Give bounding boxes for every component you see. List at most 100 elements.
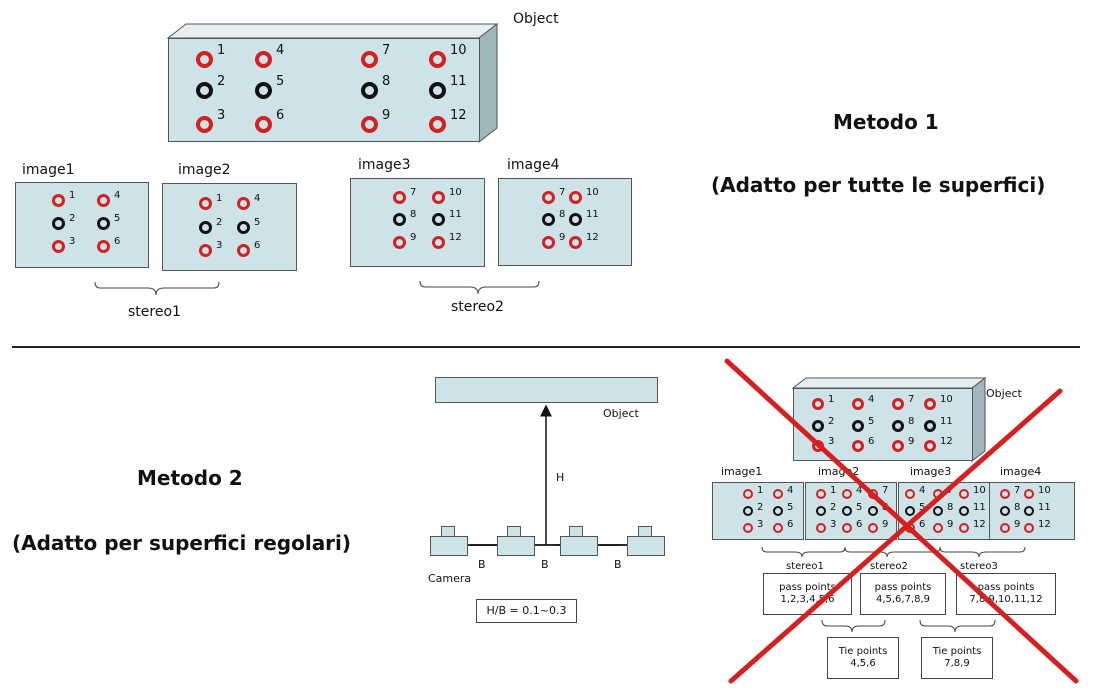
target-point-label: 3 <box>69 236 76 247</box>
target-point-8 <box>542 213 555 226</box>
tie-points-box-1: Tie points 4,5,6 <box>827 637 899 679</box>
target-point-label: 9 <box>382 108 391 123</box>
target-point-9 <box>868 523 878 533</box>
target-point-4 <box>237 197 250 210</box>
target-point-5 <box>842 506 852 516</box>
target-point-label: 1 <box>69 190 76 201</box>
target-point-label: 10 <box>940 394 953 405</box>
target-point-label: 7 <box>559 187 566 198</box>
target-point-11 <box>569 213 582 226</box>
target-point-11 <box>432 213 445 226</box>
target-point-5 <box>255 82 272 99</box>
target-point-label: 1 <box>217 43 226 58</box>
target-point-4 <box>842 489 852 499</box>
rejected-stereo3-label: stereo3 <box>960 561 998 572</box>
target-point-label: 8 <box>410 209 417 220</box>
method2-b-label-3: B <box>614 558 622 571</box>
target-point-label: 7 <box>410 187 417 198</box>
pass-points-values-2: 4,5,6,7,8,9 <box>875 594 931 605</box>
rejected-stereo1-label: stereo1 <box>786 561 824 572</box>
target-point-8 <box>361 82 378 99</box>
target-point-label: 5 <box>276 74 285 89</box>
target-point-label: 2 <box>828 416 835 427</box>
target-point-label: 4 <box>919 485 926 496</box>
target-point-6 <box>842 523 852 533</box>
method1-title: Metodo 1 <box>833 110 939 134</box>
target-point-4 <box>852 398 864 410</box>
target-point-4 <box>905 489 915 499</box>
method1-stereo2-label: stereo2 <box>451 299 504 315</box>
target-point-label: 10 <box>450 43 467 58</box>
target-point-1 <box>196 51 213 68</box>
target-point-1 <box>52 194 65 207</box>
target-point-9 <box>1000 523 1010 533</box>
rejected-object-label: Object <box>986 387 1022 400</box>
target-point-5 <box>97 217 110 230</box>
target-point-8 <box>892 420 904 432</box>
target-point-label: 8 <box>947 502 954 513</box>
target-point-2 <box>816 506 826 516</box>
target-point-label: 9 <box>908 436 915 447</box>
target-point-2 <box>812 420 824 432</box>
target-point-1 <box>743 489 753 499</box>
tie-points-title-1: Tie points <box>838 646 888 657</box>
target-point-label: 7 <box>882 485 889 496</box>
target-point-11 <box>959 506 969 516</box>
target-point-7 <box>1000 489 1010 499</box>
target-point-5 <box>852 420 864 432</box>
target-point-label: 12 <box>586 232 599 243</box>
target-point-label: 5 <box>787 502 794 513</box>
target-point-label: 9 <box>947 519 954 530</box>
target-point-label: 12 <box>449 232 462 243</box>
target-point-label: 7 <box>1014 485 1021 496</box>
target-point-label: 10 <box>973 485 986 496</box>
method1-image3-label: image3 <box>358 157 411 173</box>
target-point-label: 12 <box>973 519 986 530</box>
target-point-6 <box>773 523 783 533</box>
target-point-label: 2 <box>69 213 76 224</box>
method1-subtitle: (Adatto per tutte le superfici) <box>711 173 1046 197</box>
target-point-6 <box>237 244 250 257</box>
target-point-label: 6 <box>868 436 875 447</box>
target-point-12 <box>959 523 969 533</box>
section-divider <box>12 346 1080 348</box>
target-point-label: 6 <box>276 108 285 123</box>
rejected-image3-label: image3 <box>910 465 952 478</box>
method2-subtitle: (Adatto per superfici regolari) <box>12 531 352 555</box>
target-point-6 <box>852 440 864 452</box>
tie-points-box-2: Tie points 7,8,9 <box>921 637 993 679</box>
method2-camera-label: Camera <box>428 572 472 585</box>
method2-object-label: Object <box>603 407 639 420</box>
target-point-label: 3 <box>830 519 837 530</box>
target-point-10 <box>924 398 936 410</box>
target-point-8 <box>933 506 943 516</box>
target-point-11 <box>429 82 446 99</box>
target-point-label: 1 <box>828 394 835 405</box>
target-point-label: 2 <box>830 502 837 513</box>
target-point-label: 9 <box>559 232 566 243</box>
method1-image1-label: image1 <box>22 162 75 178</box>
target-point-10 <box>1024 489 1034 499</box>
target-point-label: 2 <box>757 502 764 513</box>
target-point-label: 11 <box>1038 502 1051 513</box>
target-point-label: 11 <box>940 416 953 427</box>
target-point-label: 12 <box>940 436 953 447</box>
target-point-12 <box>1024 523 1034 533</box>
target-point-label: 3 <box>216 240 223 251</box>
target-point-10 <box>569 191 582 204</box>
target-point-label: 7 <box>382 43 391 58</box>
rejected-image1-label: image1 <box>721 465 763 478</box>
target-point-9 <box>542 236 555 249</box>
rejected-image4-label: image4 <box>1000 465 1042 478</box>
target-point-4 <box>255 51 272 68</box>
target-point-label: 5 <box>856 502 863 513</box>
target-point-9 <box>393 236 406 249</box>
target-point-8 <box>1000 506 1010 516</box>
target-point-label: 7 <box>908 394 915 405</box>
